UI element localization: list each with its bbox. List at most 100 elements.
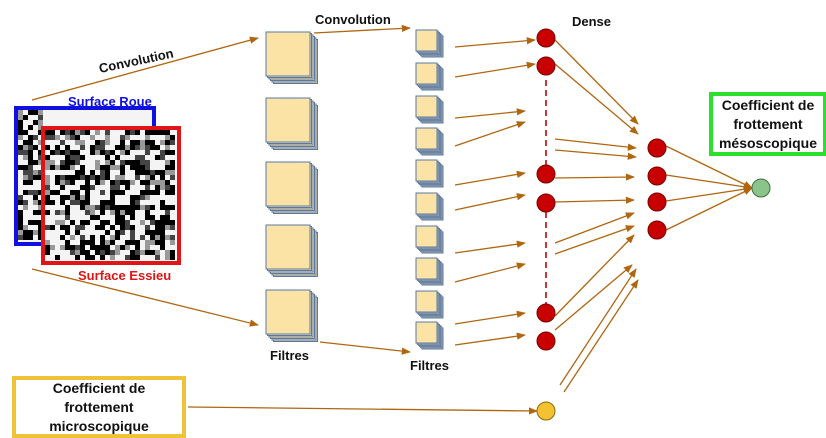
arrow xyxy=(454,193,526,211)
noise-cell xyxy=(170,220,175,225)
noise-cell xyxy=(80,155,85,160)
noise-cell xyxy=(130,180,135,185)
noise-cell xyxy=(140,170,145,175)
noise-cell xyxy=(90,245,95,250)
noise-cell xyxy=(155,155,160,160)
noise-cell xyxy=(33,120,38,125)
noise-cell xyxy=(110,240,115,245)
noise-cell xyxy=(125,160,130,165)
noise-cell xyxy=(60,220,65,225)
filter-stack-small xyxy=(415,257,444,286)
noise-cell xyxy=(85,255,90,260)
noise-cell xyxy=(135,205,140,210)
output-coefficient-box: Coefficient de frottement mésoscopique xyxy=(709,92,826,156)
noise-cell xyxy=(23,225,28,230)
noise-cell xyxy=(18,125,23,130)
arrow xyxy=(665,187,753,231)
noise-cell xyxy=(23,230,28,235)
noise-cell xyxy=(165,170,170,175)
noise-cell xyxy=(75,160,80,165)
noise-cell xyxy=(145,175,150,180)
noise-cell xyxy=(115,155,120,160)
noise-cell xyxy=(50,225,55,230)
noise-cell xyxy=(115,250,120,255)
filter-layer xyxy=(265,31,311,77)
noise-cell xyxy=(120,140,125,145)
noise-cell xyxy=(70,130,75,135)
noise-cell xyxy=(155,130,160,135)
noise-cell xyxy=(90,175,95,180)
arrow xyxy=(554,264,633,331)
filter-stack-small xyxy=(415,159,444,188)
noise-cell xyxy=(45,135,50,140)
noise-cell xyxy=(125,240,130,245)
noise-cell xyxy=(125,185,130,190)
filter-layer xyxy=(265,161,311,207)
noise-cell xyxy=(65,230,70,235)
noise-cell xyxy=(165,190,170,195)
noise-cell xyxy=(145,185,150,190)
input-coefficient-box: Coefficient de frottement microscopique xyxy=(12,376,186,438)
noise-cell xyxy=(70,165,75,170)
arrow xyxy=(554,196,635,204)
arrow xyxy=(554,39,639,125)
input-coefficient-node xyxy=(536,401,556,421)
network-nodes xyxy=(536,28,771,421)
noise-cell xyxy=(105,135,110,140)
noise-cell xyxy=(18,165,23,170)
noise-cell xyxy=(65,210,70,215)
noise-cell xyxy=(75,135,80,140)
noise-cell xyxy=(150,205,155,210)
noise-cell xyxy=(33,145,38,150)
noise-cell xyxy=(140,235,145,240)
noise-cell xyxy=(85,195,90,200)
arrow xyxy=(319,341,411,355)
noise-cell xyxy=(50,135,55,140)
noise-cell xyxy=(165,255,170,260)
noise-cell xyxy=(18,235,23,240)
noise-cell xyxy=(115,230,120,235)
surface-wheel-label: Surface Roue xyxy=(68,94,152,109)
noise-cell xyxy=(145,240,150,245)
noise-cell xyxy=(125,255,130,260)
noise-cell xyxy=(18,110,23,115)
noise-cell xyxy=(170,255,175,260)
noise-cell xyxy=(160,185,165,190)
noise-cell xyxy=(130,230,135,235)
noise-cell xyxy=(140,155,145,160)
noise-cell xyxy=(115,215,120,220)
noise-cell xyxy=(85,180,90,185)
noise-cell xyxy=(105,175,110,180)
noise-cell xyxy=(150,235,155,240)
noise-cell xyxy=(38,115,43,120)
noise-cell xyxy=(135,140,140,145)
arrow xyxy=(31,36,259,101)
noise-cell xyxy=(55,255,60,260)
arrow xyxy=(454,121,526,147)
arrow xyxy=(665,185,753,202)
noise-cell xyxy=(100,140,105,145)
noise-cell xyxy=(160,150,165,155)
noise-cell xyxy=(165,205,170,210)
noise-cell xyxy=(60,165,65,170)
noise-cell xyxy=(160,205,165,210)
noise-cell xyxy=(165,135,170,140)
noise-cell xyxy=(135,240,140,245)
filter-stack-large xyxy=(265,161,318,214)
noise-cell xyxy=(120,135,125,140)
noise-cell xyxy=(45,175,50,180)
noise-cell xyxy=(120,190,125,195)
noise-cell xyxy=(170,135,175,140)
noise-cell xyxy=(18,200,23,205)
noise-cell xyxy=(145,225,150,230)
noise-cell xyxy=(95,215,100,220)
noise-cell xyxy=(38,120,43,125)
noise-cell xyxy=(105,205,110,210)
noise-cell xyxy=(60,175,65,180)
noise-cell xyxy=(45,210,50,215)
noise-cell xyxy=(50,165,55,170)
noise-cell xyxy=(60,140,65,145)
noise-cell xyxy=(38,125,43,130)
noise-cell xyxy=(115,235,120,240)
noise-cell xyxy=(75,155,80,160)
